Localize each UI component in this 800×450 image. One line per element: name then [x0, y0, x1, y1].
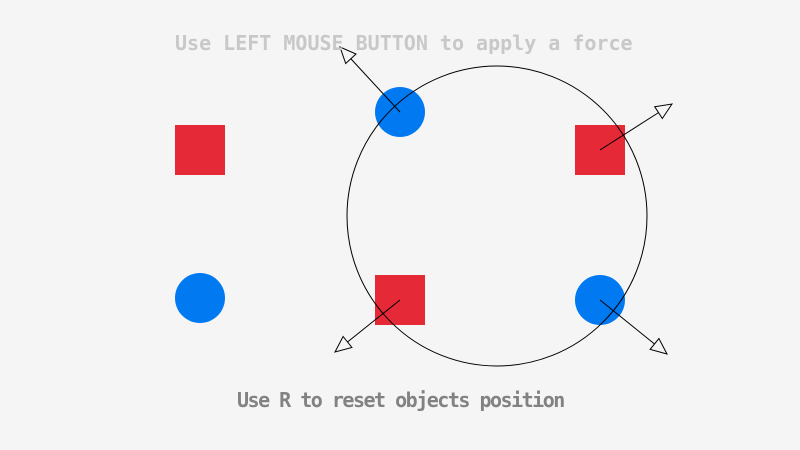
instruction-apply-force: Use LEFT MOUSE BUTTON to apply a force — [175, 31, 633, 55]
force-arrow-head-square-right — [653, 103, 674, 120]
boundary-circle — [346, 65, 648, 367]
force-arrow-line-circle-top — [350, 58, 401, 113]
force-arrow-line-circle-bottom-right — [599, 299, 655, 345]
force-arrow-head-circle-bottom-right — [649, 337, 668, 355]
force-arrow-head-circle-top — [339, 46, 357, 65]
physics-object-square-left[interactable] — [175, 125, 225, 175]
force-arrow-head-square-bottom — [334, 335, 353, 353]
force-arrow-line-square-bottom — [347, 299, 401, 343]
instruction-reset: Use R to reset objects position — [237, 388, 565, 412]
physics-object-circle-left[interactable] — [175, 273, 225, 323]
force-arrow-line-square-right — [599, 112, 659, 151]
